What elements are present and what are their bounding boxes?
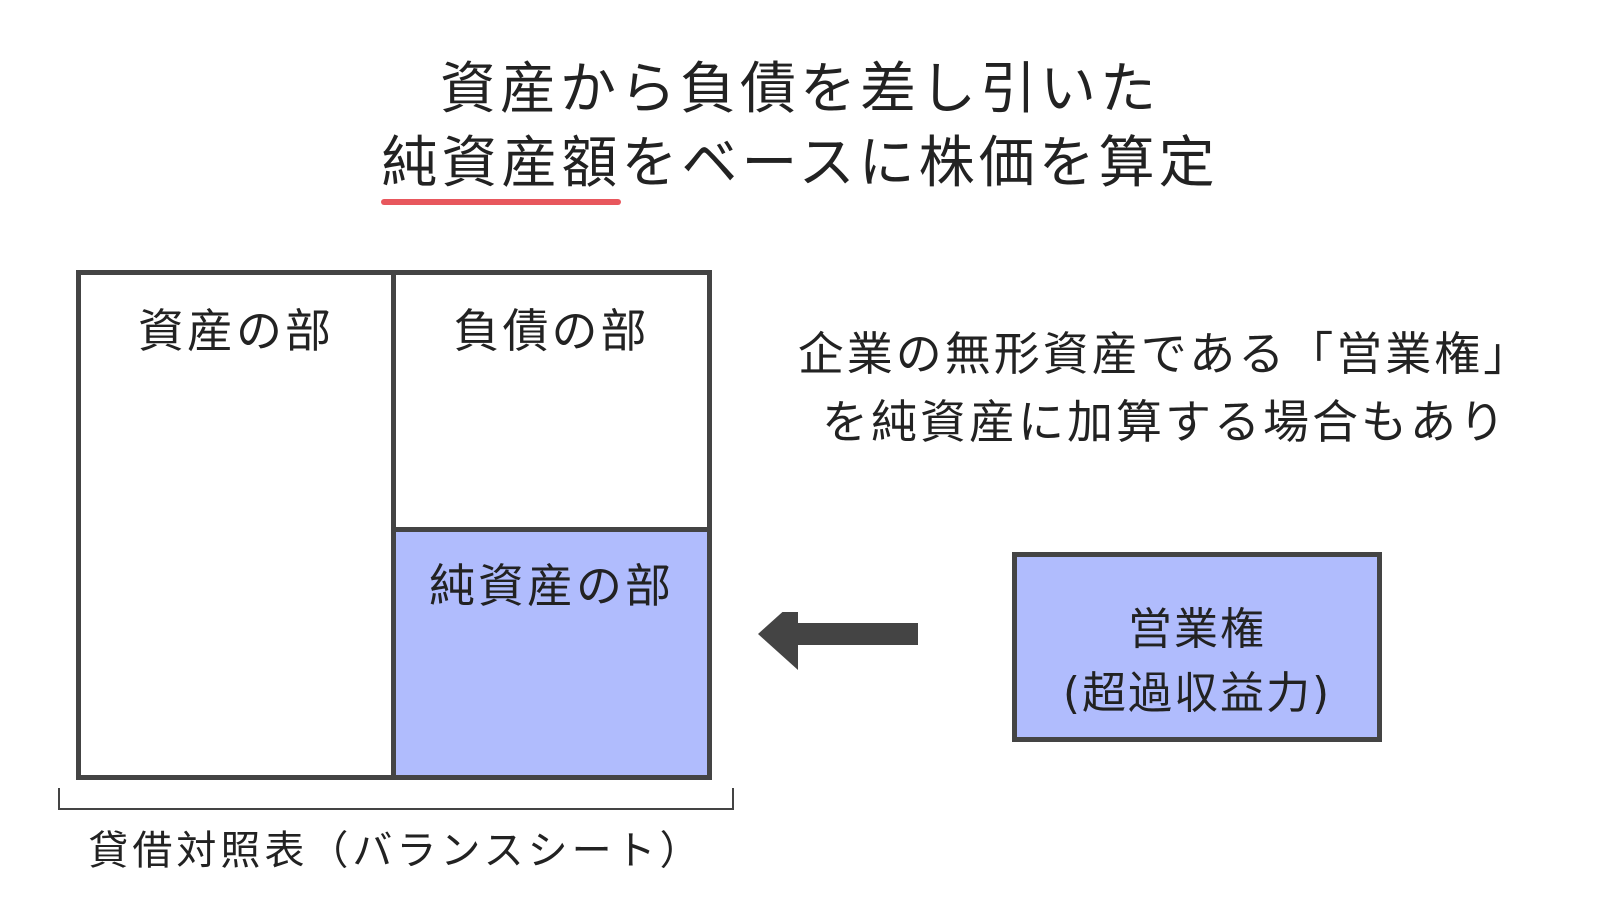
assets-section: 資産の部 bbox=[76, 270, 396, 780]
arrow-left-icon bbox=[758, 612, 918, 670]
note-line-1: 企業の無形資産である「営業権」 bbox=[797, 327, 1533, 381]
goodwill-label: 営業権 bbox=[1128, 604, 1266, 655]
balance-sheet-caption: 貸借対照表（バランスシート） bbox=[88, 828, 704, 874]
note-line-2: を純資産に加算する場合もあり bbox=[822, 395, 1508, 449]
title-highlight: 純資産額 bbox=[381, 118, 622, 205]
liabilities-section: 負債の部 bbox=[391, 270, 712, 532]
arrow-shaft bbox=[794, 623, 918, 645]
title-line-1: 資産から負債を差し引いた bbox=[440, 57, 1160, 122]
balance-sheet-bracket bbox=[58, 788, 734, 810]
net-assets-section: 純資産の部 bbox=[391, 527, 712, 780]
net-assets-label: 純資産の部 bbox=[429, 559, 674, 613]
goodwill-sublabel: (超過収益力) bbox=[1062, 668, 1332, 719]
arrow-head bbox=[758, 612, 798, 670]
liabilities-label: 負債の部 bbox=[453, 304, 650, 358]
goodwill-box: 営業権 (超過収益力) bbox=[1012, 552, 1382, 742]
title-line-2-rest: をベースに株価を算定 bbox=[621, 131, 1219, 196]
title-line-2: 純資産額をベースに株価を算定 bbox=[0, 118, 1600, 205]
assets-label: 資産の部 bbox=[138, 304, 334, 358]
